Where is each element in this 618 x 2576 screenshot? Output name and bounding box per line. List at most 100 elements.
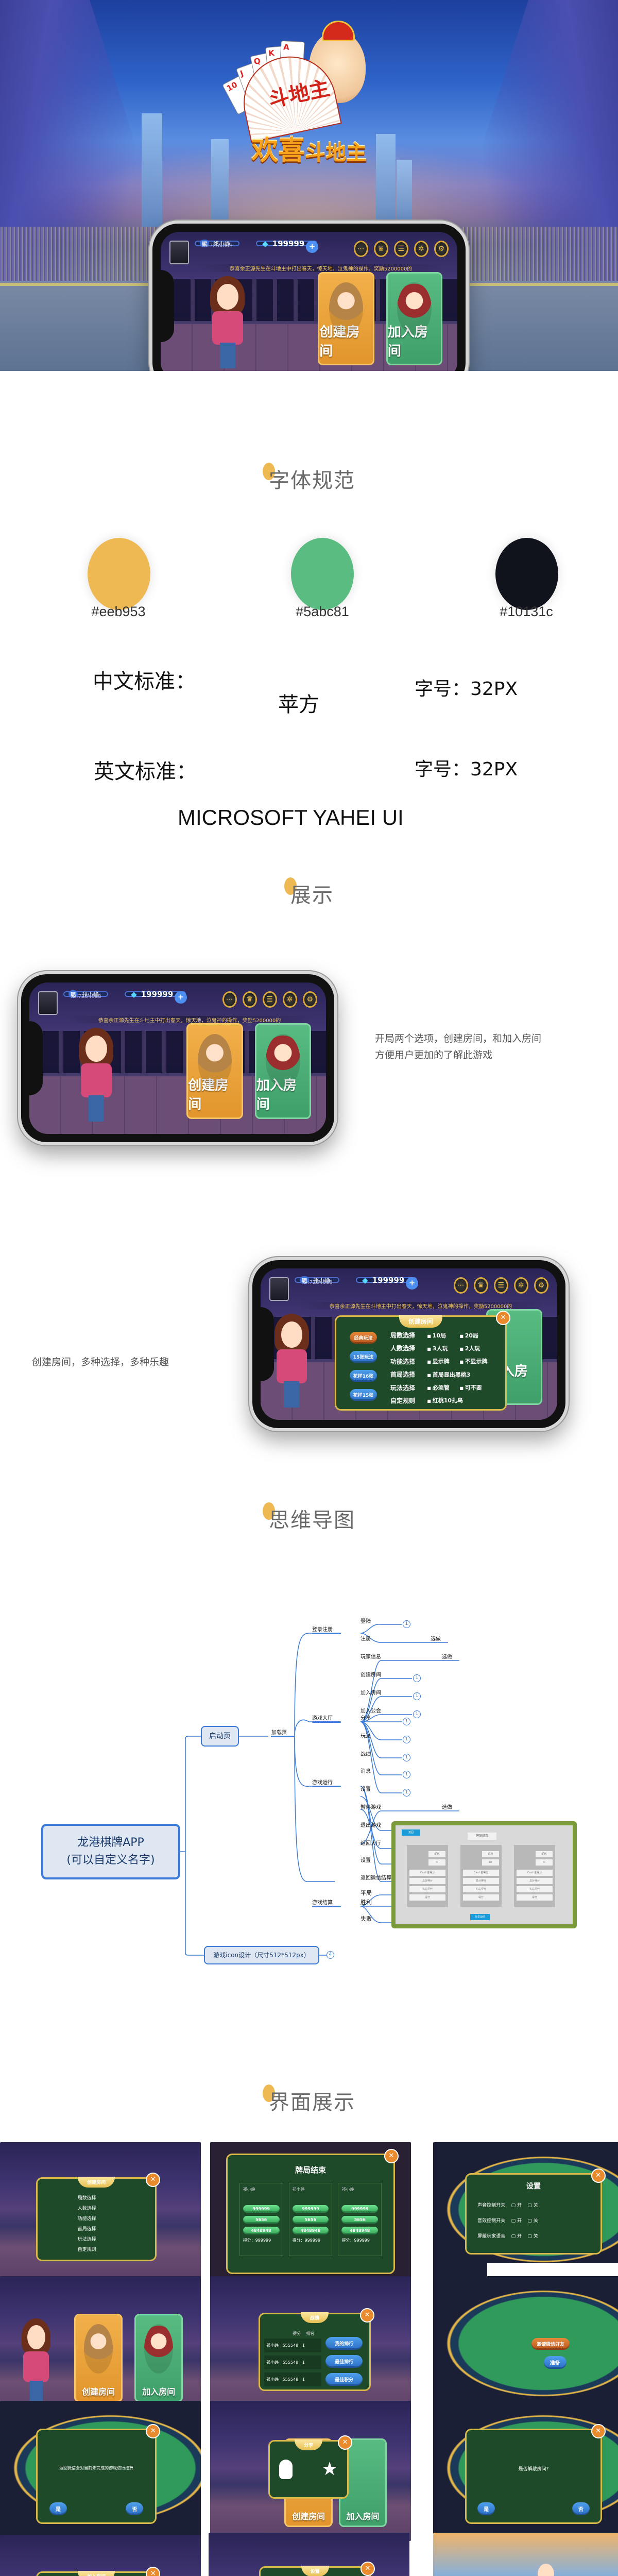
list-icon[interactable]: ☰	[393, 241, 408, 258]
trophy-icon[interactable]: ♛	[242, 991, 257, 1008]
ready-button[interactable]: 准备	[543, 2356, 566, 2369]
mind-map-badge: 1	[403, 1754, 410, 1761]
mind-map-badge: 1	[403, 1718, 410, 1725]
close-button[interactable]: ✕	[146, 2424, 161, 2439]
mind-map-leaf: 消息	[360, 1769, 371, 1774]
confirm-dialog: ✕ 返回微信会对当前未完成的游戏进行结算 是 否	[36, 2424, 161, 2524]
user-id: ID:7Z54088	[202, 243, 233, 249]
hero-banner: 10 J Q K A 斗地主 欢喜斗地主 昵祁小峥 ID:7Z54088 ◆19…	[0, 0, 618, 371]
diamond-balance: ◆199999+	[356, 1276, 419, 1290]
close-button[interactable]: ✕	[384, 2148, 399, 2163]
dialog-title: 牌局结束	[295, 2165, 326, 2175]
mind-map-badge: 4	[327, 1951, 334, 1959]
close-button[interactable]: ✕	[496, 1311, 511, 1326]
confirm-message: 返回微信会对当前未完成的游戏进行结算	[59, 2466, 134, 2471]
close-button[interactable]: ✕	[360, 2562, 375, 2576]
mind-map-badge: 1	[403, 1771, 410, 1778]
close-button[interactable]: ✕	[591, 2168, 606, 2183]
share-icon[interactable]: ✲	[513, 1277, 528, 1294]
yes-button[interactable]: 是	[477, 2502, 495, 2516]
avatar[interactable]	[38, 991, 58, 1015]
close-button[interactable]: ✕	[146, 2566, 161, 2576]
player-character	[208, 276, 247, 368]
mind-map-leaf: 退出游戏	[360, 1823, 381, 1828]
create-room-button[interactable]: 创建房间	[186, 1023, 243, 1119]
chat-icon[interactable]: ⋯	[353, 241, 368, 258]
join-room-button[interactable]: 加入房间	[386, 272, 443, 366]
gear-icon[interactable]: ⚙	[534, 1277, 548, 1294]
list-icon[interactable]: ☰	[493, 1277, 508, 1294]
close-button[interactable]: ✕	[591, 2424, 606, 2439]
mode-fancy-16[interactable]: 花样16张	[350, 1369, 377, 1382]
join-room-button[interactable]: 加入房间	[134, 2314, 183, 2402]
option-row-first-round: 首局选择首局显出黑桃3	[390, 1370, 499, 1379]
add-diamond-button[interactable]: +	[306, 241, 319, 253]
diamond-icon: ◆	[131, 989, 137, 999]
mind-map-branch-login: 登录注册	[312, 1627, 333, 1633]
invite-wechat-button[interactable]: 邀请微信好友	[531, 2337, 570, 2350]
no-button[interactable]: 否	[572, 2502, 590, 2516]
records-header: 得分 排名	[293, 2331, 315, 2336]
close-button[interactable]: ✕	[338, 2435, 353, 2450]
phone-mockup-lobby: 昵祁小峥 ID:7Z54088 ◆199999+ ⋯ ♛ ☰ ✲ ⚙ 恭喜余正源…	[18, 971, 337, 1145]
trophy-icon[interactable]: ♛	[373, 241, 388, 258]
mode-classic[interactable]: 经典玩法	[350, 1331, 377, 1344]
mind-map-underline	[312, 1721, 341, 1723]
gear-icon[interactable]: ⚙	[434, 241, 449, 258]
dialog-title: 加入房间	[78, 2570, 115, 2576]
add-diamond-button[interactable]: +	[175, 991, 187, 1004]
mind-map-leaf: 返回微信结算	[360, 1875, 391, 1881]
logo-title: 欢喜斗地主	[251, 135, 367, 166]
create-room-button[interactable]: 创建房间	[74, 2314, 123, 2402]
avatar[interactable]	[269, 1277, 289, 1301]
join-room-button[interactable]: 加入房间	[254, 1023, 312, 1119]
mind-map-badge: 1	[403, 1620, 410, 1628]
close-button[interactable]: ✕	[146, 2173, 161, 2187]
mind-map-underline	[312, 1786, 341, 1787]
mind-map-underline	[312, 1633, 341, 1634]
screenshot-waiting-table: 邀请微信好友 准备	[433, 2276, 618, 2416]
qzone-icon[interactable]: ★	[321, 2458, 338, 2480]
mind-map-leaf: 战绩	[360, 1752, 371, 1757]
no-button[interactable]: 否	[126, 2502, 144, 2516]
my-rank-button[interactable]: 我的排行	[325, 2336, 363, 2350]
list-icon[interactable]: ☰	[262, 991, 277, 1008]
color-label-dark: #10131c	[500, 604, 553, 619]
section-title-mindmap: 思维导图	[0, 1502, 618, 1533]
mind-map-launch-node: 启动页	[201, 1726, 239, 1747]
mascot-hat	[322, 21, 355, 41]
close-button[interactable]: ✕	[359, 2308, 374, 2323]
yes-button[interactable]: 是	[49, 2502, 67, 2516]
lobby-hud: 昵祁小峥 ID:7Z54088 ◆199999+ ⋯ ♛ ☰ ✲ ⚙	[29, 982, 326, 1015]
trophy-icon[interactable]: ♛	[473, 1277, 488, 1294]
confirm-dialog: ✕ 是否解散房间? 是 否	[465, 2424, 606, 2524]
add-diamond-button[interactable]: +	[406, 1277, 419, 1290]
mind-map-leaf: 失败	[360, 1916, 372, 1922]
diamond-icon: ◆	[262, 239, 268, 248]
best-score-button[interactable]: 最佳积分	[325, 2372, 363, 2386]
mind-map-badge: 1	[413, 1674, 421, 1682]
gear-icon[interactable]: ⚙	[302, 991, 317, 1008]
create-room-screen: 昵祁小峥 ID:7Z54088 ◆199999+ ⋯ ♛ ☰ ✲ ⚙ 恭喜余正源…	[261, 1268, 557, 1420]
mode-15-cards[interactable]: 15张玩法	[350, 1350, 377, 1363]
wireframe-title: 牌局结束	[468, 1833, 496, 1840]
mascot-face	[537, 2563, 554, 2576]
title-dot	[284, 877, 297, 895]
chat-icon[interactable]: ⋯	[453, 1277, 468, 1294]
chat-icon[interactable]: ⋯	[222, 991, 237, 1008]
color-swatch-green	[291, 538, 354, 610]
option-rows: 局数选择10局20局 人数选择3人玩2人玩 功能选择显示牌不显示牌 首局选择首局…	[390, 1331, 499, 1414]
mind-map-leaf: 玩家信息	[360, 1654, 381, 1660]
qq-icon[interactable]	[279, 2459, 293, 2479]
mode-fancy-15[interactable]: 花样15张	[350, 1388, 377, 1401]
join-room-dialog: 加入房间 ✕ 1 2 3 4 5 6 7 8 9 确定 0 返回	[36, 2566, 161, 2576]
en-font-label: 英文标准：	[94, 760, 197, 784]
avatar[interactable]	[169, 241, 190, 264]
game-lobby-screen: 昵祁小峥 ID:7Z54088 ◆199999+ ⋯ ♛ ☰ ✲ ⚙ 恭喜余正源…	[161, 232, 457, 371]
share-icon[interactable]: ✲	[414, 241, 428, 258]
best-rank-button[interactable]: 最佳排行	[325, 2354, 363, 2368]
create-room-button[interactable]: 创建房间	[318, 272, 374, 366]
share-icon[interactable]: ✲	[282, 991, 297, 1008]
